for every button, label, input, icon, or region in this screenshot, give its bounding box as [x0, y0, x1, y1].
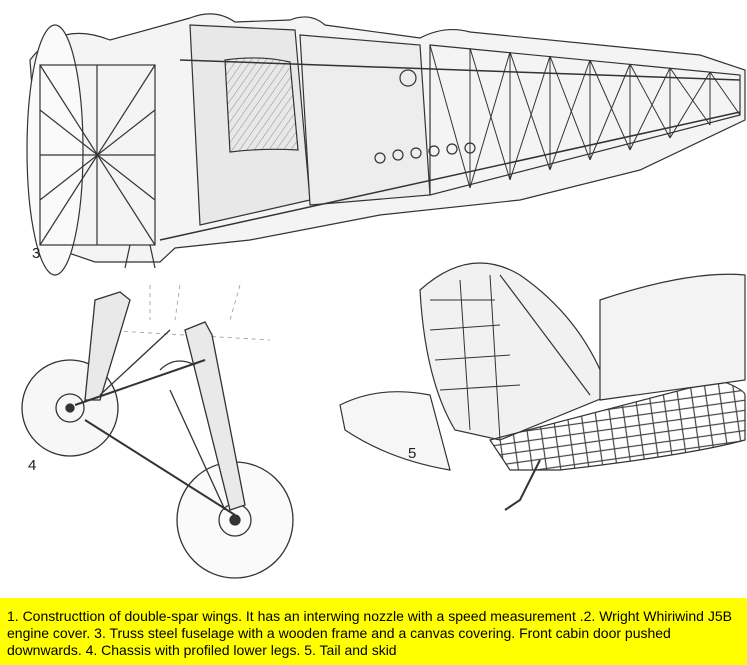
label-3: 3: [32, 245, 40, 262]
tail-fin: [419, 262, 611, 441]
fuselage-drawing: [26, 13, 746, 276]
chassis-drawing: [21, 284, 294, 579]
right-stabilizer: [489, 379, 746, 471]
cabin-section: [299, 34, 431, 206]
label-5: 5: [408, 445, 416, 462]
tail-drawing: [339, 262, 746, 511]
caption-text: 1. Constructtion of double-spar wings. I…: [7, 608, 732, 658]
caption-box: 1. Constructtion of double-spar wings. I…: [0, 598, 747, 665]
technical-drawing: 3 4 5: [21, 13, 746, 579]
left-stabilizer: [339, 391, 451, 471]
chassis-struts: [74, 291, 246, 516]
drawing-canvas: 3 4 5: [21, 13, 746, 579]
tail-skid: [504, 459, 541, 511]
label-4: 4: [28, 457, 36, 474]
cowling-disc: [26, 24, 84, 276]
